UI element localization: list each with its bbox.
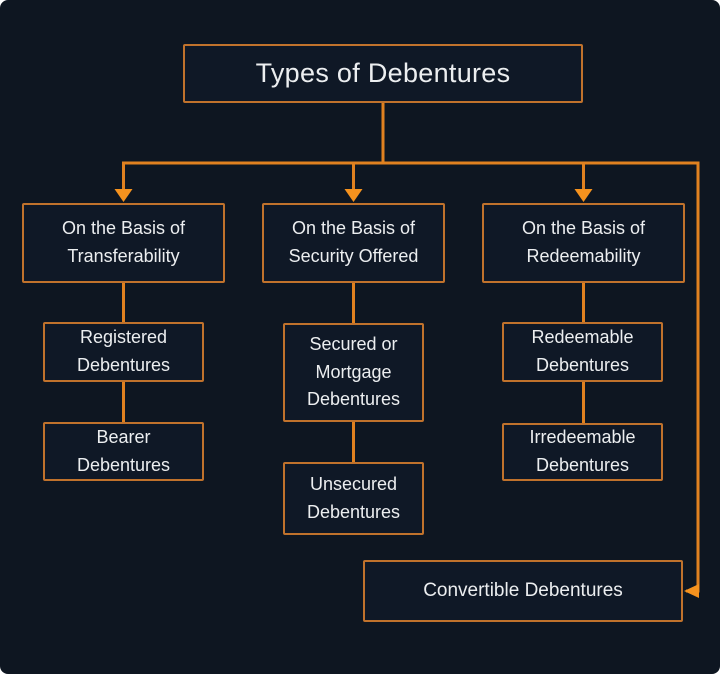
node-irredeemable-debentures: Irredeemable Debentures (502, 423, 663, 481)
node-bearer-debentures: Bearer Debentures (43, 422, 204, 481)
node-unsecured-debentures: Unsecured Debentures (283, 462, 424, 535)
branch-security-offered: On the Basis of Security Offered (262, 203, 445, 283)
arrow-down-icon (344, 189, 363, 202)
node-redeemable-debentures: Redeemable Debentures (502, 322, 663, 382)
title-node: Types of Debentures (183, 44, 583, 103)
node-registered-debentures: Registered Debentures (43, 322, 204, 382)
wire-right-rail (686, 163, 700, 593)
arrow-down-icon (114, 189, 133, 202)
node-secured-mortgage-debentures: Secured or Mortgage Debentures (283, 323, 424, 422)
branch-transferability: On the Basis of Transferability (22, 203, 225, 283)
node-convertible-debentures: Convertible Debentures (363, 560, 683, 622)
arrow-down-icon (574, 189, 593, 202)
branch-redeemability: On the Basis of Redeemability (482, 203, 685, 283)
arrow-left-icon (684, 584, 699, 598)
